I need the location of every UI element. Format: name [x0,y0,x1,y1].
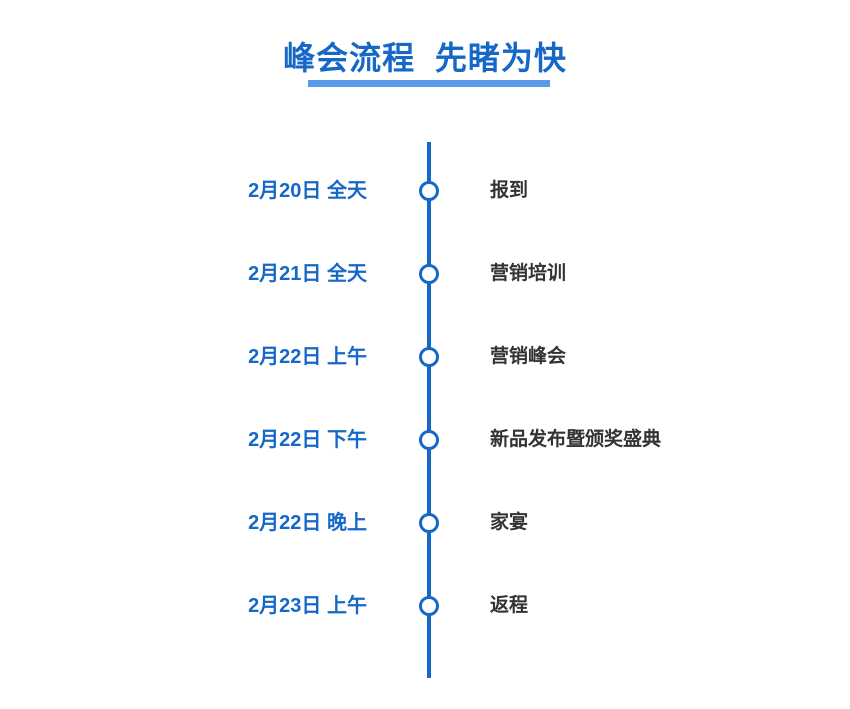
circle-outline-icon [419,596,439,616]
timeline-row-date: 2月22日 下午 [248,429,367,451]
timeline-row: 2月22日 下午 新品发布暨颁奖盛典 [0,420,850,460]
circle-outline-icon [419,181,439,201]
timeline-row-date: 2月23日 上午 [248,595,367,617]
page-title: 峰会流程 先睹为快 [0,38,850,78]
timeline-row-date: 2月20日 全天 [248,180,367,202]
timeline-row-label: 家宴 [490,512,529,533]
timeline-row-date: 2月22日 上午 [248,346,367,368]
title-underline-bar [308,80,550,87]
timeline-row: 2月21日 全天 营销培训 [0,254,850,294]
timeline-row-label: 营销峰会 [490,346,567,367]
timeline-row-label: 营销培训 [490,263,567,284]
page-title-text: 峰会流程 先睹为快 [283,40,567,76]
circle-outline-icon [419,347,439,367]
circle-outline-icon [419,513,439,533]
timeline-axis-line [427,142,431,678]
timeline-row-label: 报到 [490,180,529,201]
timeline-row-label: 返程 [490,595,529,616]
timeline-row-date: 2月22日 晚上 [248,512,367,534]
timeline-row: 2月20日 全天 报到 [0,171,850,211]
timeline-row-date: 2月21日 全天 [248,263,367,285]
timeline-row: 2月22日 上午 营销峰会 [0,337,850,377]
timeline-row: 2月23日 上午 返程 [0,586,850,626]
circle-outline-icon [419,264,439,284]
circle-outline-icon [419,430,439,450]
timeline-row: 2月22日 晚上 家宴 [0,503,850,543]
timeline-row-label: 新品发布暨颁奖盛典 [490,429,662,450]
